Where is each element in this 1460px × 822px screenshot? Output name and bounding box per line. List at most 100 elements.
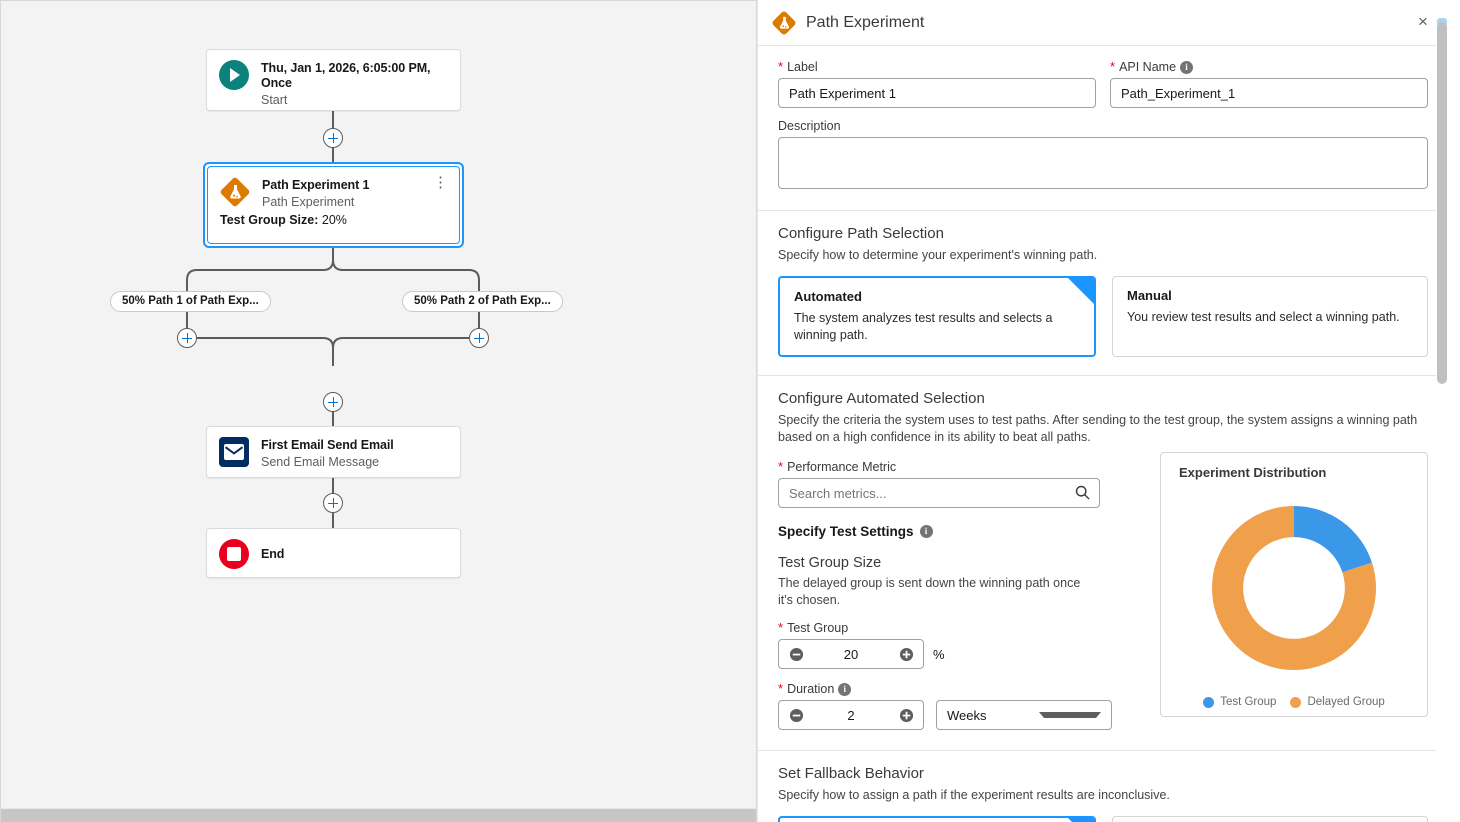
api-name-field-label: * API Name i — [1110, 60, 1428, 74]
info-icon[interactable]: i — [1180, 60, 1194, 74]
performance-metric-search — [778, 478, 1100, 508]
node-end-title: End — [261, 547, 285, 561]
node-experiment-title: Path Experiment 1 — [262, 178, 370, 192]
info-icon[interactable]: i — [919, 525, 933, 538]
required-asterisk: * — [1110, 59, 1116, 74]
test-group-size-value: 20% — [321, 213, 347, 227]
path-selection-description: Specify how to determine your experiment… — [778, 248, 1098, 262]
selected-corner-icon — [1068, 818, 1094, 822]
option-title: Automated — [794, 289, 862, 304]
fallback-description: Specify how to assign a path if the expe… — [778, 788, 1170, 802]
duration-stepper[interactable]: 2 — [778, 700, 924, 730]
label-input[interactable] — [778, 78, 1096, 108]
chevron-down-icon[interactable] — [1038, 712, 1101, 718]
flow-node-path-experiment[interactable]: Path Experiment 1 Path Experiment ⋮ Test… — [203, 162, 464, 248]
path-selection-option-manual[interactable]: Manual You review test results and selec… — [1112, 276, 1428, 357]
chart-title: Experiment Distribution — [1179, 465, 1327, 480]
duration-label: * Duration i — [778, 682, 1142, 696]
node-start-subtitle: Start — [261, 93, 288, 107]
test-group-label: * Test Group — [778, 621, 1142, 635]
automated-selection-description: Specify the criteria the system uses to … — [778, 413, 1418, 444]
legend-item: Delayed Group — [1290, 696, 1385, 708]
close-icon[interactable]: × — [1418, 11, 1428, 31]
donut-chart — [1171, 488, 1417, 688]
duration-value[interactable]: 2 — [847, 707, 855, 723]
add-element-button-merge[interactable] — [323, 392, 343, 412]
donut-slice-0 — [1294, 506, 1372, 573]
description-field-label: Description — [778, 119, 841, 133]
legend-item: Test Group — [1203, 696, 1276, 708]
connector-line — [332, 111, 334, 128]
test-group-size-label: Test Group Size: — [220, 213, 319, 227]
performance-metric-text: Performance Metric — [787, 460, 897, 474]
fallback-option-continue-randomize[interactable]: Continue to Randomi — [1112, 816, 1428, 822]
connector-line — [332, 478, 334, 493]
specify-test-settings-heading: Specify Test Settings i — [778, 524, 1142, 539]
test-group-value[interactable]: 20 — [843, 646, 859, 662]
increment-button[interactable] — [889, 708, 923, 723]
test-group-stepper[interactable]: 20 — [778, 639, 924, 669]
test-group-unit: % — [933, 646, 945, 662]
experiment-distribution-card: Experiment Distribution Test Group Delaye… — [1160, 452, 1428, 717]
connector-line — [332, 148, 334, 162]
required-asterisk: * — [778, 59, 784, 74]
automated-selection-title: Configure Automated Selection — [778, 390, 985, 407]
search-metrics-input[interactable] — [778, 478, 1100, 508]
path-selection-option-automated[interactable]: Automated The system analyzes test resul… — [778, 276, 1096, 357]
duration-unit-select[interactable]: Weeks — [936, 700, 1112, 730]
property-panel: Path Experiment × * Label * API Name i — [757, 0, 1448, 822]
decrement-button[interactable] — [779, 647, 813, 662]
api-name-input[interactable] — [1110, 78, 1428, 108]
add-element-button-path1[interactable] — [177, 328, 197, 348]
description-field-group: Description — [778, 119, 1428, 194]
description-textarea[interactable] — [778, 137, 1428, 189]
node-email-title: First Email Send Email — [261, 438, 394, 452]
flask-icon — [771, 9, 797, 36]
api-name-field-group: * API Name i — [1110, 60, 1428, 108]
decrement-button[interactable] — [779, 708, 813, 723]
node-context-menu-button[interactable]: ⋮ — [433, 174, 448, 191]
add-element-button-1[interactable] — [323, 128, 343, 148]
test-settings-text: Specify Test Settings — [778, 524, 914, 539]
path-pill-2[interactable]: 50% Path 2 of Path Exp... — [402, 291, 563, 312]
flow-node-send-email[interactable]: First Email Send Email Send Email Messag… — [206, 426, 461, 478]
test-group-size-description: The delayed group is sent down the winni… — [778, 576, 1081, 607]
path-pill-1[interactable]: 50% Path 1 of Path Exp... — [110, 291, 271, 312]
automated-selection-section: Configure Automated Selection Specify th… — [758, 376, 1448, 751]
flow-node-start[interactable]: Thu, Jan 1, 2026, 6:05:00 PM, Once Start — [206, 49, 461, 111]
api-name-text: API Name — [1119, 60, 1177, 74]
fallback-option-best-performing[interactable]: Select the Best Perf — [778, 816, 1096, 822]
panel-scrollbar-thumb[interactable] — [1437, 22, 1447, 384]
search-icon[interactable] — [1075, 485, 1090, 500]
canvas-horizontal-scrollbar[interactable] — [1, 808, 756, 822]
connector-line — [332, 513, 334, 528]
connector-line — [332, 412, 334, 426]
path-selection-title: Configure Path Selection — [778, 225, 944, 242]
flow-canvas[interactable]: 50% Path 1 of Path Exp... 50% Path 2 of … — [0, 0, 757, 822]
label-field-group: * Label — [778, 60, 1096, 108]
panel-header: Path Experiment × — [758, 0, 1448, 46]
fallback-behavior-section: Set Fallback Behavior Specify how to ass… — [758, 751, 1448, 822]
play-icon — [219, 60, 249, 90]
performance-metric-label: * Performance Metric — [778, 460, 1142, 474]
increment-button[interactable] — [889, 647, 923, 662]
fallback-title: Set Fallback Behavior — [778, 765, 924, 782]
node-experiment-subtitle: Path Experiment — [262, 195, 355, 209]
add-element-button-path2[interactable] — [469, 328, 489, 348]
node-start-title: Thu, Jan 1, 2026, 6:05:00 PM, Once — [261, 61, 431, 90]
node-experiment-test-group-size: Test Group Size: 20% — [208, 213, 459, 238]
legend-label: Test Group — [1220, 696, 1277, 708]
envelope-icon — [219, 437, 249, 467]
required-asterisk: * — [778, 459, 784, 474]
option-title: Manual — [1127, 288, 1172, 303]
panel-scrollbar[interactable] — [1436, 0, 1448, 822]
option-description: The system analyzes test results and sel… — [794, 311, 1053, 342]
legend-color-dot — [1203, 696, 1215, 708]
info-icon[interactable]: i — [838, 682, 852, 696]
add-element-button-2[interactable] — [323, 493, 343, 513]
flow-node-end[interactable]: End — [206, 528, 461, 578]
flask-icon — [219, 176, 251, 208]
option-description: You review test results and select a win… — [1127, 310, 1400, 324]
panel-title: Path Experiment — [806, 13, 925, 31]
label-text: Label — [787, 60, 818, 74]
